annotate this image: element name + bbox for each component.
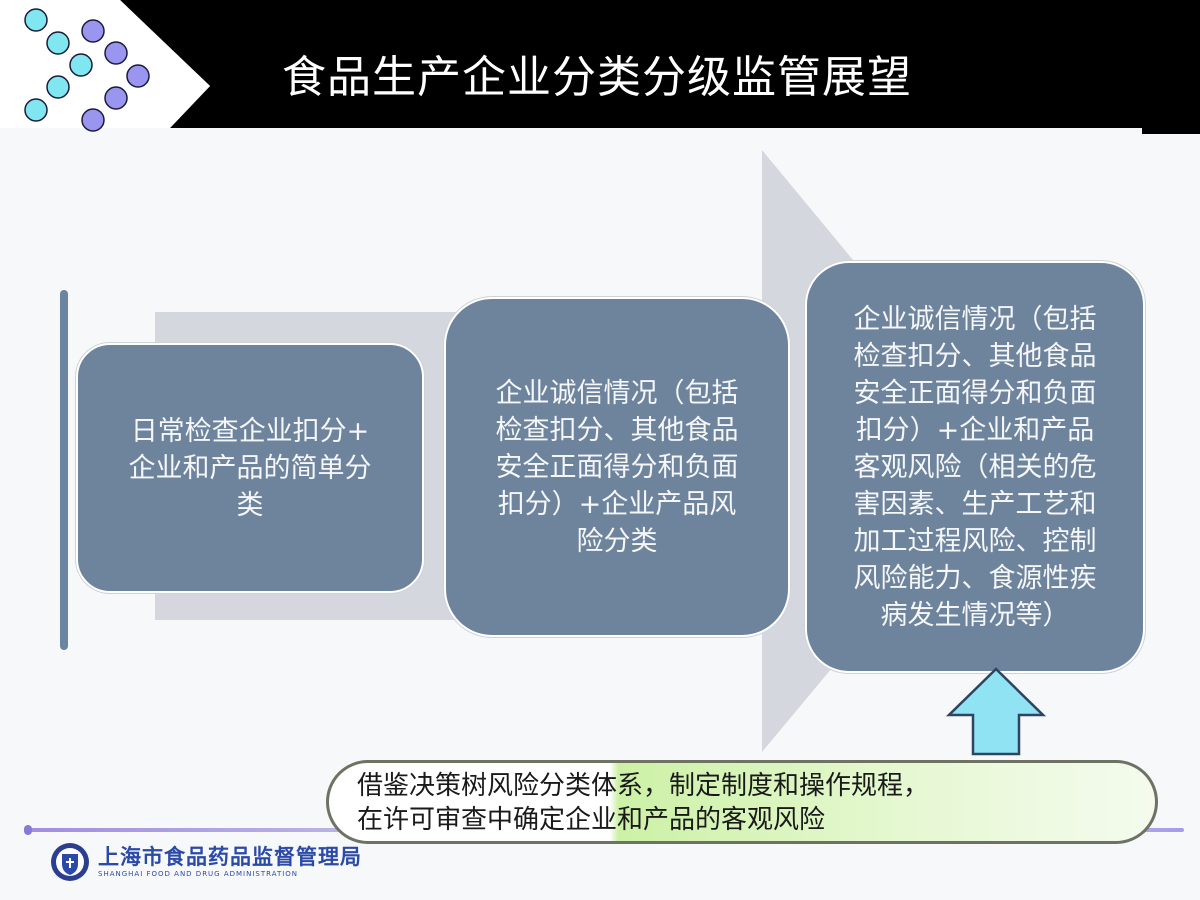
stage-3-line: 加工过程风险、控制: [853, 525, 1097, 557]
stage-2-line: 检查扣分、其他食品: [495, 414, 739, 446]
stage-3-line: 检查扣分、其他食品: [853, 340, 1097, 372]
stage-3-line: 企业诚信情况（包括: [853, 303, 1097, 335]
up-arrow-icon: [946, 667, 1046, 756]
note-callout: 借鉴决策树风险分类体系，制定制度和操作规程， 在许可审查中确定企业和产品的客观风…: [326, 760, 1158, 844]
stage-3-line: 风险能力、食源性疾: [853, 562, 1097, 594]
stage-2-line: 险分类: [576, 525, 658, 557]
title-bar: 食品生产企业分类分级监管展望: [0, 0, 1200, 134]
stage-1-line: 企业和产品的简单分: [128, 452, 372, 484]
footer-divider-cap: [24, 825, 32, 835]
stage-1-line: 日常检查企业扣分+: [130, 415, 370, 447]
stage-2-line: 企业诚信情况（包括: [495, 377, 739, 409]
stage-box-2: 企业诚信情况（包括 检查扣分、其他食品 安全正面得分和负面 扣分）+企业产品风 …: [444, 297, 790, 637]
org-name-cn: 上海市食品药品监督管理局: [98, 845, 362, 869]
stage-2-line: 扣分）+企业产品风: [497, 488, 737, 520]
stage-2-line: 安全正面得分和负面: [495, 451, 739, 483]
note-line: 在许可审查中确定企业和产品的客观风险: [357, 805, 826, 835]
shield-emblem-icon: [51, 843, 89, 881]
slide-title: 食品生产企业分类分级监管展望: [282, 52, 912, 103]
stage-3-line: 害因素、生产工艺和: [853, 488, 1097, 520]
stage-box-1: 日常检查企业扣分+ 企业和产品的简单分 类: [76, 343, 424, 593]
stage-3-line: 扣分）+企业和产品: [855, 414, 1095, 446]
dots-decoration-icon: [24, 8, 150, 132]
stage-1-line: 类: [236, 489, 264, 521]
stage-3-line: 病发生情况等）: [880, 599, 1070, 631]
title-bar-background: [0, 0, 1200, 134]
stage-3-line: 客观风险（相关的危: [853, 451, 1097, 483]
stage-box-3: 企业诚信情况（包括 检查扣分、其他食品 安全正面得分和负面 扣分）+企业和产品 …: [805, 261, 1145, 673]
stage-3-line: 安全正面得分和负面: [853, 377, 1097, 409]
org-name-en: SHANGHAI FOOD AND DRUG ADMINISTRATION: [98, 870, 299, 878]
left-accent-bar: [60, 290, 68, 650]
note-line: 借鉴决策树风险分类体系，制定制度和操作规程，: [357, 771, 930, 801]
org-logo: 上海市食品药品监督管理局 SHANGHAI FOOD AND DRUG ADMI…: [50, 842, 362, 882]
